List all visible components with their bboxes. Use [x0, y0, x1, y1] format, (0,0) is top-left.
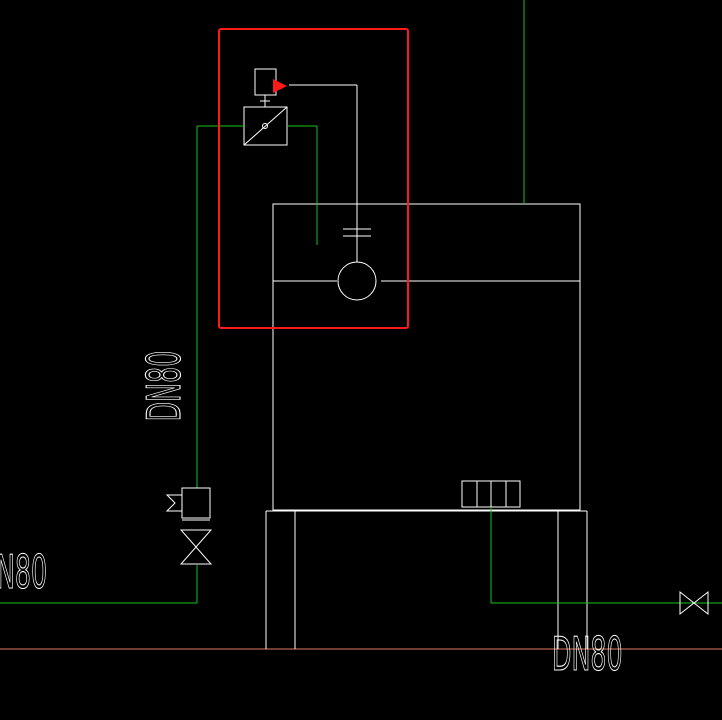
pipes [0, 0, 722, 604]
red-flag-marker-icon [273, 79, 287, 93]
pump-circle-icon [337, 261, 377, 301]
highlight-box [218, 28, 409, 329]
tank [272, 203, 581, 511]
control-valve-icon [243, 68, 288, 146]
label-dn80-right: DN80 [552, 628, 623, 681]
check-valve-icon [165, 487, 211, 521]
signal-line [289, 84, 358, 262]
label-n80-left: N80 [0, 546, 47, 599]
gate-valve-icon [179, 529, 213, 565]
heater-grid-icon [461, 480, 521, 508]
tank-base [265, 510, 588, 649]
tank-upper-body [272, 203, 581, 511]
label-dn80-left: DN80 [138, 351, 191, 422]
gate-valve-right-icon [679, 590, 709, 616]
